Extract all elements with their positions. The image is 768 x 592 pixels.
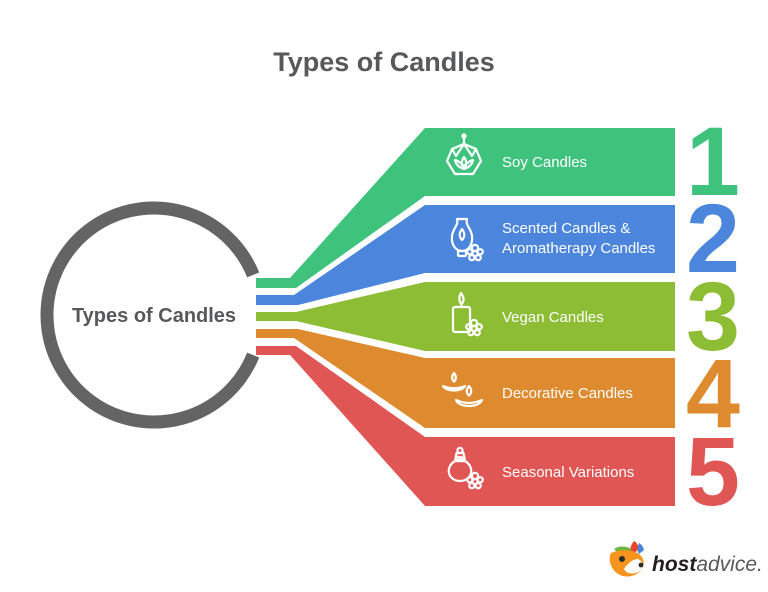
item-label-line2: Aromatherapy Candles bbox=[502, 240, 655, 257]
item-number-outline: 4 bbox=[686, 339, 740, 448]
soy-candle-icon bbox=[445, 133, 483, 176]
diya-lamps-icon bbox=[441, 371, 484, 408]
item-number: 3 bbox=[686, 262, 740, 371]
item-vegan-candles: 3 3 Vegan Candles bbox=[256, 258, 745, 376]
item-label: Soy Candles bbox=[502, 154, 587, 171]
logo-text: hostadvice. bbox=[652, 553, 763, 576]
aroma-diffuser-icon bbox=[450, 217, 484, 262]
seasonal-bottle-icon bbox=[447, 446, 484, 490]
item-ribbon bbox=[256, 128, 675, 288]
item-scented-candles: 2 2 Scented Candles & Aromatherapy Candl… bbox=[256, 180, 745, 305]
item-label: Vegan Candles bbox=[502, 309, 604, 326]
hub-label: Types of Candles bbox=[72, 305, 236, 327]
item-label-line1: Scented Candles & bbox=[502, 220, 630, 237]
item-label: Seasonal Variations bbox=[502, 464, 634, 481]
logo-text-host: host bbox=[652, 553, 697, 576]
item-soy-candles: 1 1 Soy Candles bbox=[256, 103, 745, 288]
fox-mascot-icon bbox=[609, 541, 644, 577]
vegan-candle-icon bbox=[451, 291, 483, 337]
item-number-outline: 1 bbox=[686, 107, 740, 216]
page-title: Types of Candles bbox=[273, 47, 495, 77]
item-number: 1 bbox=[686, 107, 740, 216]
item-ribbon bbox=[256, 329, 675, 428]
item-number-outline: 2 bbox=[686, 184, 740, 293]
item-seasonal-variations: 5 5 Seasonal Variations bbox=[256, 346, 745, 531]
item-number-outline: 5 bbox=[686, 417, 740, 526]
item-number-outline: 3 bbox=[686, 262, 740, 371]
item-decorative-candles: 4 4 Decorative Candles bbox=[256, 329, 745, 453]
item-ribbon bbox=[256, 346, 675, 506]
item-ribbon bbox=[256, 282, 675, 351]
hostadvice-logo: hostadvice. bbox=[609, 541, 763, 577]
item-number: 2 bbox=[686, 184, 740, 293]
hub-ring bbox=[40, 201, 260, 429]
logo-text-advice: advice. bbox=[696, 553, 763, 576]
item-number: 4 bbox=[686, 339, 740, 448]
item-label: Decorative Candles bbox=[502, 385, 633, 402]
item-number: 5 bbox=[686, 417, 740, 526]
